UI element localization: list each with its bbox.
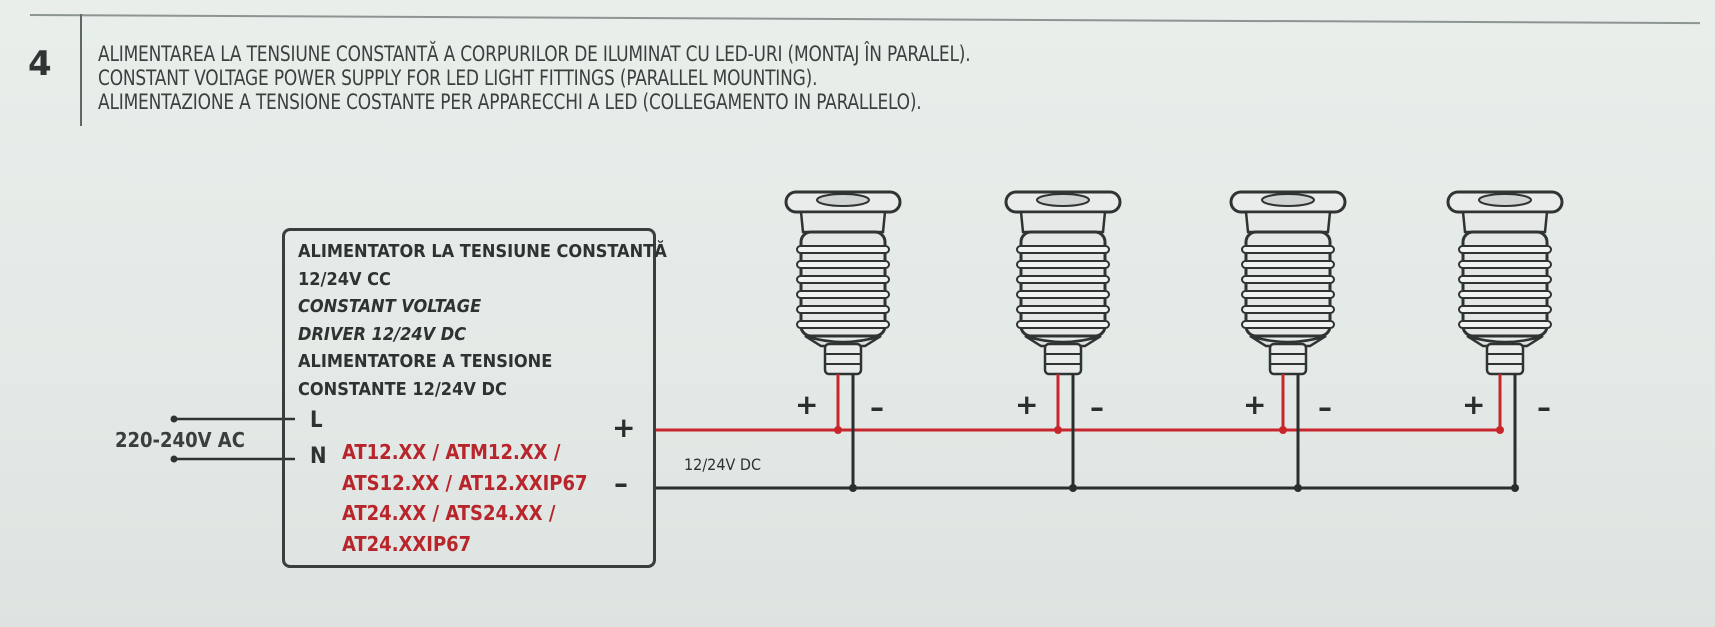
- driver-box: [282, 228, 656, 568]
- driver-description: ALIMENTATOR LA TENSIUNE CONSTANTĂ 12/24V…: [298, 238, 667, 403]
- driver-models: AT12.XX / ATM12.XX / ATS12.XX / AT12.XXI…: [342, 437, 588, 559]
- ac-terminal-l: [170, 415, 178, 423]
- fixture-base: [1249, 334, 1327, 348]
- fixture-2-positive-junction: [1054, 426, 1062, 434]
- fixture-3-minus: –: [1318, 391, 1332, 424]
- model-line-3: AT24.XX / ATS24.XX /: [342, 501, 556, 525]
- header-line-en: CONSTANT VOLTAGE POWER SUPPLY FOR LED LI…: [98, 66, 818, 90]
- step-number: 4: [28, 44, 52, 84]
- fixture-neck: [1019, 210, 1107, 234]
- fixture-fin: [1458, 275, 1552, 284]
- fixture-fin: [796, 260, 890, 269]
- fixture-fin: [796, 290, 890, 299]
- fixture-fin: [796, 245, 890, 254]
- fixture-neck: [799, 210, 887, 234]
- fixture-gland: [823, 342, 863, 376]
- ac-terminal-n: [170, 455, 178, 463]
- fixture-base: [804, 334, 882, 348]
- led-fixture-3: [1229, 190, 1347, 376]
- fixture-lens: [1478, 193, 1532, 207]
- fixture-fin: [1241, 320, 1335, 329]
- fixture-1-plus: +: [795, 388, 819, 421]
- fixture-gland: [1043, 342, 1083, 376]
- fixture-fin: [1241, 275, 1335, 284]
- wires-group: [170, 374, 1519, 492]
- fixture-base: [1024, 334, 1102, 348]
- fixture-4-minus: –: [1537, 391, 1551, 424]
- fixture-lens: [1261, 193, 1315, 207]
- driver-line-1: ALIMENTATOR LA TENSIUNE CONSTANTĂ: [298, 241, 667, 262]
- fixture-fin: [1016, 260, 1110, 269]
- driver-line-4: DRIVER 12/24V DC: [298, 323, 467, 345]
- fixture-neck: [1244, 210, 1332, 234]
- fixture-4-negative-junction: [1511, 484, 1519, 492]
- fixture-2-minus: –: [1090, 391, 1104, 424]
- fixture-fin: [1458, 305, 1552, 314]
- driver-line-6: CONSTANTE 12/24V DC: [298, 378, 507, 400]
- fixture-lens: [1036, 193, 1090, 207]
- fixture-3-plus: +: [1243, 388, 1267, 421]
- fixture-base: [1466, 334, 1544, 348]
- fixture-fin: [1458, 320, 1552, 329]
- model-line-2: ATS12.XX / AT12.XXIP67: [342, 470, 588, 495]
- fixture-fin: [1016, 245, 1110, 254]
- header-line-ro: ALIMENTAREA LA TENSIUNE CONSTANTĂ A CORP…: [98, 42, 971, 66]
- fixture-fin: [796, 320, 890, 329]
- dc-bus-label: 12/24V DC: [684, 455, 762, 474]
- fixture-3-negative-junction: [1294, 484, 1302, 492]
- fixture-2-plus: +: [1015, 388, 1039, 421]
- ac-input-label: 220-240V AC: [115, 428, 245, 452]
- fixture-fin: [796, 305, 890, 314]
- led-fixture-4: [1446, 190, 1564, 376]
- fixture-fin: [1016, 275, 1110, 284]
- fixture-2-negative-junction: [1069, 484, 1077, 492]
- step-divider: [80, 14, 82, 126]
- fixture-4-positive-junction: [1496, 426, 1504, 434]
- fixture-gland: [1268, 342, 1308, 376]
- fixture-fin: [1241, 290, 1335, 299]
- model-line-4: AT24.XXIP67: [342, 531, 472, 556]
- model-line-1: AT12.XX / ATM12.XX /: [342, 440, 561, 464]
- fixture-3-positive-junction: [1279, 426, 1287, 434]
- fixture-4-plus: +: [1462, 388, 1486, 421]
- fixture-fin: [1016, 305, 1110, 314]
- fixture-fin: [1458, 245, 1552, 254]
- fixture-1-positive-junction: [834, 426, 842, 434]
- driver-line-2: 12/24V CC: [298, 268, 391, 290]
- fixture-fin: [1016, 290, 1110, 299]
- fixture-1-negative-junction: [849, 484, 857, 492]
- fixtures-group: [784, 190, 1564, 376]
- fixture-neck: [1461, 210, 1549, 234]
- fixture-fin: [1241, 305, 1335, 314]
- fixture-fin: [1016, 320, 1110, 329]
- fixture-fin: [796, 275, 890, 284]
- led-fixture-2: [1004, 190, 1122, 376]
- led-fixture-1: [784, 190, 902, 376]
- fixture-fin: [1241, 260, 1335, 269]
- driver-line-3: CONSTANT VOLTAGE: [298, 296, 482, 317]
- fixture-lens: [816, 193, 870, 207]
- fixture-1-minus: –: [870, 391, 884, 424]
- step-header: ALIMENTAREA LA TENSIUNE CONSTANTĂ A CORP…: [98, 42, 1067, 114]
- header-line-it: ALIMENTAZIONE A TENSIONE COSTANTE PER AP…: [98, 90, 922, 114]
- input-n-label: N: [310, 444, 327, 469]
- fixture-gland: [1485, 342, 1525, 376]
- driver-line-5: ALIMENTATORE A TENSIONE: [298, 351, 553, 372]
- input-l-label: L: [310, 408, 323, 433]
- driver-plus-sign: +: [612, 411, 636, 444]
- fixture-fin: [1458, 260, 1552, 269]
- fixture-fin: [1241, 245, 1335, 254]
- driver-minus-sign: –: [614, 467, 628, 500]
- fixture-fin: [1458, 290, 1552, 299]
